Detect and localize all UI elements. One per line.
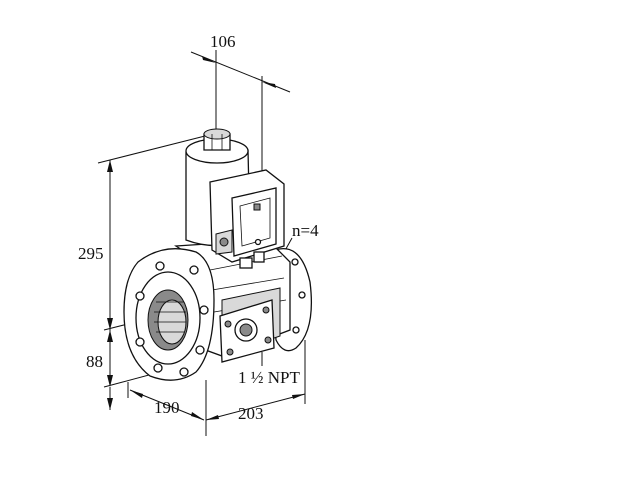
bolt-count-label: n=4 [292,221,319,240]
housing-fittings [239,251,265,269]
dim-203: 203 [238,404,264,423]
dim-88: 88 [86,352,103,371]
dim-106: 106 [210,32,236,51]
front-flange [123,248,215,381]
dim-295: 295 [78,244,104,263]
valve-assembly [123,128,313,381]
dimension-labels: 106 295 88 190 203 n=4 1 ½ NPT [78,32,319,423]
dim-190: 190 [154,398,180,417]
connector-box [209,169,285,263]
port-size-label: 1 ½ NPT [238,368,300,387]
npt-port [219,299,275,363]
dimension-lines [97,50,306,436]
